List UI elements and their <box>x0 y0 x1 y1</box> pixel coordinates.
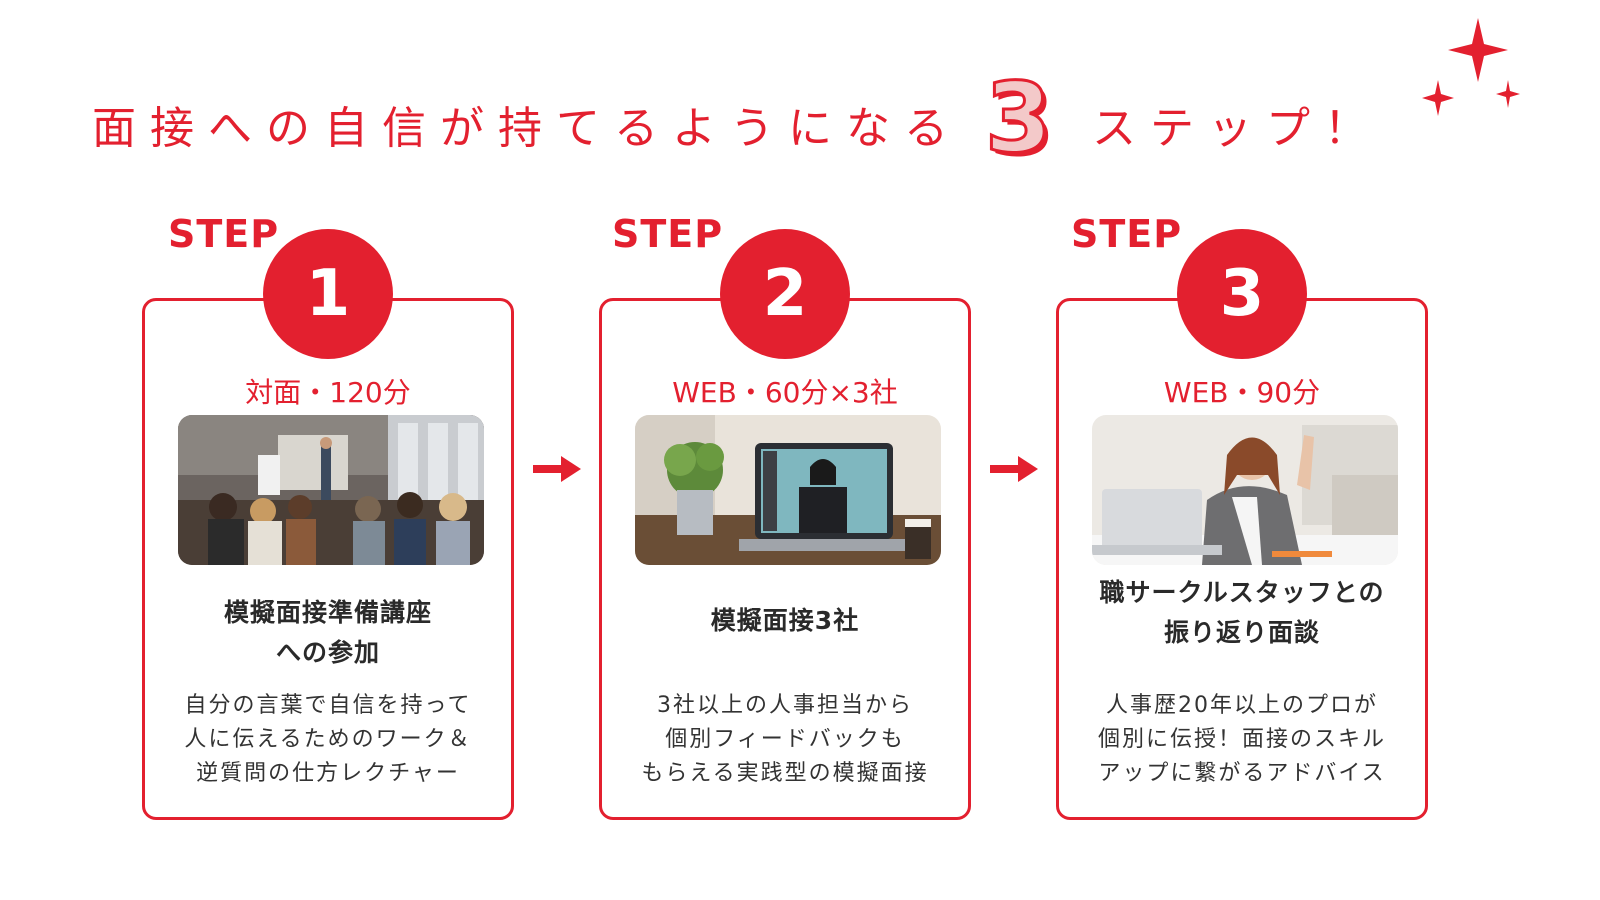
headline-tail: ステップ！ <box>1092 103 1382 154</box>
step-3-card: WEB・90分 職サークルスタッフとの 振り返り面談 人事歴20年以上のプロが … <box>1056 298 1428 820</box>
online-interview-laptop-photo <box>635 415 941 565</box>
step-2-number-badge: 2 <box>720 229 850 359</box>
step-1-title: 模擬面接準備講座 への参加 <box>145 593 511 673</box>
step-2-desc-line: もらえる実践型の模擬面接 <box>641 761 929 786</box>
headline: 面接への自信が持てるようになる 3 ステップ！ <box>0 61 1600 182</box>
step-3-title-line: 振り返り面談 <box>1163 618 1320 647</box>
step-2-desc-line: 個別フィードバックも <box>665 727 905 752</box>
step-1-number-badge: 1 <box>263 229 393 359</box>
arrow-right-icon <box>990 456 1038 482</box>
step-3-format: WEB・90分 <box>1163 376 1321 409</box>
step-1-desc-line: 人に伝えるためのワーク＆ <box>184 727 472 752</box>
step-1-title-line: への参加 <box>275 638 380 667</box>
step-2-description: 3社以上の人事担当から 個別フィードバックも もらえる実践型の模擬面接 <box>602 689 968 791</box>
step-3-title-line: 職サークルスタッフとの <box>1099 578 1385 607</box>
step-3-desc-line: アップに繋がるアドバイス <box>1098 761 1386 786</box>
step-1-desc-line: 逆質問の仕方レクチャー <box>196 761 460 786</box>
step-2-title-line: 模擬面接3社 <box>710 606 860 635</box>
step-3-description: 人事歴20年以上のプロが 個別に伝授！面接のスキル アップに繋がるアドバイス <box>1059 689 1425 791</box>
step-1-label: STEP <box>168 212 280 256</box>
step-2-desc-line: 3社以上の人事担当から <box>657 693 913 718</box>
woman-waving-laptop-photo <box>1092 415 1398 565</box>
step-3-title: 職サークルスタッフとの 振り返り面談 <box>1059 573 1425 653</box>
step-3-number-badge: 3 <box>1177 229 1307 359</box>
arrow-right-icon <box>533 456 581 482</box>
headline-lead: 面接への自信が持てるようになる <box>92 103 962 154</box>
step-2-title: 模擬面接3社 <box>602 601 968 641</box>
step-3-desc-line: 人事歴20年以上のプロが <box>1106 693 1378 718</box>
step-2-label: STEP <box>612 212 724 256</box>
step-1-desc-line: 自分の言葉で自信を持って <box>184 693 472 718</box>
step-3-label: STEP <box>1071 212 1183 256</box>
step-1-format: 対面・120分 <box>245 376 411 409</box>
step-3-desc-line: 個別に伝授！面接のスキル <box>1097 727 1386 752</box>
step-1-card: 対面・120分 模擬面接準備講座 <box>142 298 514 820</box>
step-1-description: 自分の言葉で自信を持って 人に伝えるためのワーク＆ 逆質問の仕方レクチャー <box>145 689 511 791</box>
headline-number: 3 <box>984 61 1054 176</box>
step-1-title-line: 模擬面接準備講座 <box>223 598 432 627</box>
sparkle-icon <box>1422 18 1520 116</box>
seminar-audience-photo <box>178 415 484 565</box>
step-2-format: WEB・60分×3社 <box>672 376 898 409</box>
step-2-card: WEB・60分×3社 模擬面接3社 3社以上の人事担当から 個別フィードバックも… <box>599 298 971 820</box>
